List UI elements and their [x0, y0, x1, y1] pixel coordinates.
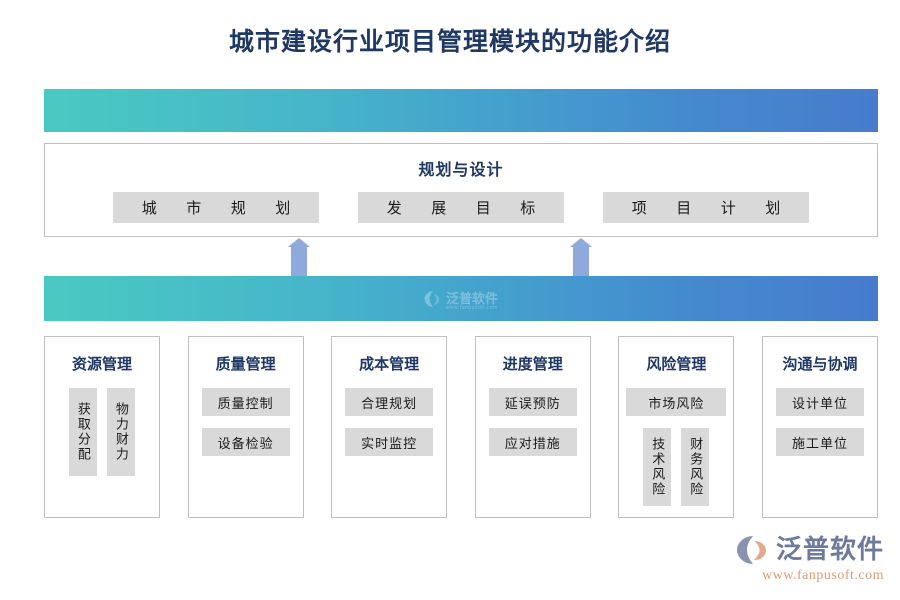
- fanpu-logo-icon: [736, 535, 770, 565]
- card-body: 获取分配 物力财力: [45, 388, 159, 476]
- arrow-up-right-icon: [570, 238, 592, 278]
- brand-row: 泛普软件: [736, 535, 884, 565]
- page-title: 城市建设行业项目管理模块的功能介绍: [228, 29, 671, 56]
- arrow-shaft: [291, 246, 307, 278]
- plan-item-char: 计: [720, 201, 736, 217]
- gradient-bar-top: [44, 89, 878, 132]
- planning-design-items: 城 市 规 划 发 展 目 标 项 目 计 划: [45, 192, 877, 223]
- card-title: 沟通与协调: [782, 357, 858, 373]
- card-item-financial-risk[interactable]: 财务风险: [681, 428, 710, 506]
- plan-item-char: 划: [275, 201, 291, 217]
- card-schedule-management[interactable]: 进度管理 延误预防 应对措施: [474, 336, 591, 518]
- plan-item-char: 目: [475, 201, 491, 217]
- card-item-realtime-monitoring[interactable]: 实时监控: [345, 428, 434, 456]
- brand-url: www.fanpusoft.com: [762, 568, 884, 583]
- card-item-equipment-inspection[interactable]: 设备检验: [201, 428, 290, 456]
- plan-item-char: 目: [676, 201, 692, 217]
- card-item-vertical-group: 技术风险 财务风险: [619, 428, 733, 506]
- card-body: 质量控制 设备检验: [189, 388, 303, 456]
- plan-item-char: 规: [230, 201, 246, 217]
- module-card-list: 资源管理 获取分配 物力财力 质量管理 质量控制 设备检验 成本管理 合理规划 …: [44, 336, 878, 518]
- card-cost-management[interactable]: 成本管理 合理规划 实时监控: [331, 336, 448, 518]
- plan-item-char: 划: [765, 201, 781, 217]
- card-item-response-measures[interactable]: 应对措施: [488, 428, 577, 456]
- gradient-bar-bottom: 泛普软件 www.fanpusoft.com: [44, 276, 878, 321]
- card-item-technical-risk[interactable]: 技术风险: [643, 428, 672, 506]
- card-communication-coordination[interactable]: 沟通与协调 设计单位 施工单位: [761, 336, 878, 518]
- card-item-delay-prevention[interactable]: 延误预防: [488, 388, 577, 416]
- plan-item-char: 项: [631, 201, 647, 217]
- card-body: 延误预防 应对措施: [476, 388, 590, 456]
- plan-item-char: 城: [141, 201, 157, 217]
- brand-name: 泛普软件: [775, 535, 884, 564]
- plan-item-char: 展: [431, 201, 447, 217]
- card-title: 质量管理: [215, 357, 276, 373]
- card-item-acquisition-allocation[interactable]: 获取分配: [69, 388, 97, 476]
- card-item-vertical-group: 获取分配 物力财力: [45, 388, 159, 476]
- plan-item-urban-planning[interactable]: 城 市 规 划: [113, 192, 319, 223]
- card-title: 成本管理: [359, 357, 420, 373]
- card-title: 资源管理: [71, 357, 132, 373]
- watermark-subtext: www.fanpusoft.com: [445, 304, 498, 311]
- arrow-head: [288, 238, 310, 247]
- arrow-head: [570, 238, 592, 247]
- card-risk-management[interactable]: 风险管理 市场风险 技术风险 财务风险: [618, 336, 735, 518]
- plan-item-char: 市: [186, 201, 202, 217]
- card-item-construction-unit[interactable]: 施工单位: [775, 428, 864, 456]
- card-item-market-risk[interactable]: 市场风险: [626, 388, 727, 416]
- arrow-up-left-icon: [288, 238, 310, 278]
- planning-design-title: 规划与设计: [418, 162, 504, 179]
- card-item-design-unit[interactable]: 设计单位: [775, 388, 864, 416]
- arrow-shaft: [573, 246, 589, 278]
- card-body: 合理规划 实时监控: [332, 388, 446, 456]
- card-item-reasonable-planning[interactable]: 合理规划: [345, 388, 434, 416]
- card-title: 风险管理: [646, 357, 707, 373]
- card-title: 进度管理: [502, 357, 563, 373]
- card-body: 市场风险 技术风险 财务风险: [619, 388, 733, 506]
- brand-logo: 泛普软件 www.fanpusoft.com: [736, 535, 884, 584]
- plan-item-char: 标: [520, 201, 536, 217]
- watermark-logo: 泛普软件 www.fanpusoft.com: [424, 290, 499, 311]
- plan-item-char: 发: [386, 201, 402, 217]
- card-quality-management[interactable]: 质量管理 质量控制 设备检验: [187, 336, 304, 518]
- card-body: 设计单位 施工单位: [763, 388, 877, 456]
- card-resource-management[interactable]: 资源管理 获取分配 物力财力: [44, 336, 160, 518]
- card-item-material-financial[interactable]: 物力财力: [107, 388, 135, 476]
- watermark-text: 泛普软件: [445, 291, 499, 306]
- watermark-mark-icon: [424, 290, 442, 308]
- planning-design-panel: 规划与设计 城 市 规 划 发 展 目 标 项 目 计 划: [44, 143, 878, 237]
- plan-item-project-plan[interactable]: 项 目 计 划: [603, 192, 809, 223]
- plan-item-development-goals[interactable]: 发 展 目 标: [358, 192, 564, 223]
- card-item-quality-control[interactable]: 质量控制: [201, 388, 290, 416]
